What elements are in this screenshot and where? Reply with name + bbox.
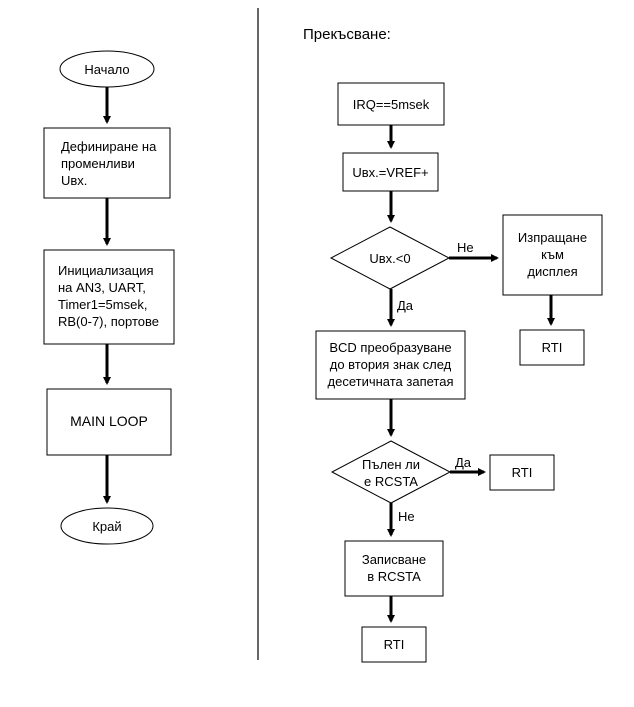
- init-label: Инициализация на AN3, UART, Timer1=5msek…: [58, 263, 159, 329]
- write-rcsta-box: [344, 540, 444, 597]
- start-label: Начало: [84, 62, 130, 77]
- send-label: Изпращане към дисплея: [517, 230, 588, 279]
- decision1-label: Uвх.<0: [369, 251, 411, 266]
- no1-label: Не: [457, 240, 474, 255]
- rti-full-box: [489, 454, 555, 491]
- interrupt-heading: Прекъсване:: [303, 26, 391, 43]
- no2-label: Не: [398, 509, 415, 524]
- rti-send-label: RTI: [541, 340, 563, 355]
- main-loop-box: [46, 388, 172, 456]
- end-label: Край: [92, 519, 122, 534]
- define-variables-box: [43, 127, 171, 199]
- write-label: Записване в RCSTA: [361, 552, 427, 584]
- rti-full-label: RTI: [511, 465, 533, 480]
- rti-send-box: [519, 329, 585, 366]
- yes2-label: Да: [455, 455, 472, 470]
- irq-box: [337, 82, 445, 126]
- define-label: Дефиниране на променливи Uвх.: [61, 139, 157, 188]
- end-terminal: [60, 507, 154, 545]
- yes1-label: Да: [397, 298, 414, 313]
- assign-box: [342, 152, 439, 192]
- decision2-label: Пълен ли е RCSTA: [362, 457, 420, 489]
- assign-label: Uвх.=VREF+: [352, 165, 429, 180]
- bcd-label: BCD преобразуване до втория знак след де…: [327, 340, 454, 389]
- initialization-box: [43, 249, 175, 345]
- rti-end-label: RTI: [383, 637, 405, 652]
- main-loop-label: MAIN LOOP: [70, 413, 148, 429]
- bcd-conversion-box: [315, 330, 466, 400]
- rti-end-box: [361, 626, 427, 663]
- send-display-box: [502, 214, 603, 296]
- irq-label: IRQ==5msek: [352, 97, 430, 112]
